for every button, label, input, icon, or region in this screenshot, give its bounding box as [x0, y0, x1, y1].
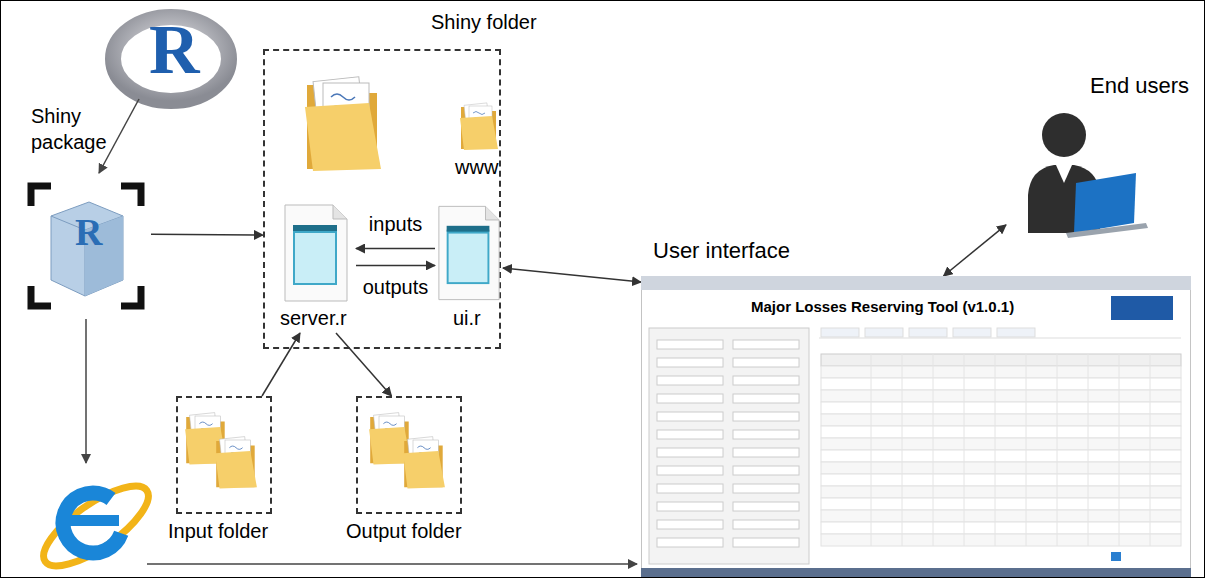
node-label: server.r [280, 307, 347, 330]
diagram-node: www [453, 98, 503, 188]
diagram-node: server.r [276, 203, 356, 333]
node-label: User interface [653, 238, 790, 264]
connector-arrow [503, 268, 641, 282]
edge-label: inputs [368, 213, 423, 236]
diagram-node: ui.r [435, 203, 503, 333]
diagram-node: Input folder [166, 396, 286, 548]
node-label: Shiny folder [431, 11, 537, 34]
edge-label: outputs [362, 276, 430, 299]
connector-arrow [356, 265, 435, 267]
arrow [147, 563, 637, 565]
node-label: Input folder [168, 520, 268, 543]
diagram-node: User interfaceMajor Losses Reserving Too… [641, 276, 1191, 578]
node-label: Shiny package [31, 103, 121, 155]
logo-letter: R [75, 213, 102, 251]
connector-arrow [356, 248, 435, 250]
window-title: Major Losses Reserving Tool (v1.0.1) [751, 298, 1014, 315]
connector-arrow [336, 333, 392, 396]
node-label: Output folder [346, 520, 462, 543]
connector-arrow [262, 333, 300, 396]
diagram-node: End users [1006, 73, 1196, 238]
diagram-node: Shiny package [21, 101, 151, 316]
browser-logo [33, 472, 160, 577]
node-icon [641, 276, 1191, 578]
diagram-node: Shiny folderwwwserver.rui.r [263, 49, 501, 349]
connector-arrow [151, 234, 263, 236]
diagram-node: Output folder [346, 396, 476, 548]
node-label: www [455, 156, 498, 179]
arrow [85, 319, 87, 463]
node-label: End users [1090, 73, 1189, 99]
logo-letter: R [149, 15, 200, 85]
node-icon [1006, 73, 1196, 242]
connector-arrow [944, 225, 1007, 276]
node-label: ui.r [453, 307, 481, 330]
